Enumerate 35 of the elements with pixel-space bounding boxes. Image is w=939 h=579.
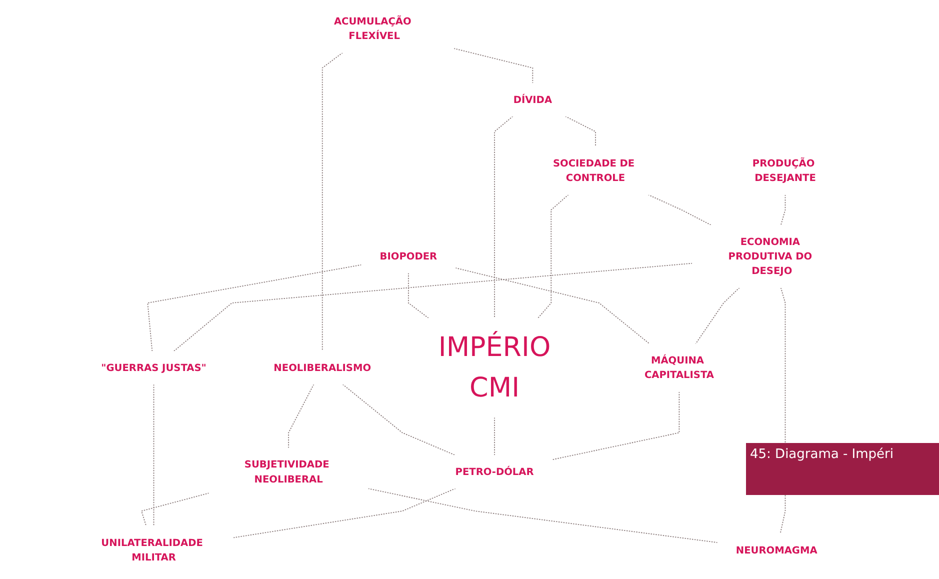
node-text: SUBJETIVIDADE NEOLIBERAL <box>244 458 330 485</box>
node-text: SOCIEDADE DE CONTROLE <box>552 157 635 184</box>
connector <box>695 287 740 344</box>
connector <box>648 194 712 226</box>
connector <box>342 384 456 456</box>
connector <box>537 194 569 319</box>
node-text: ECONOMIA PRODUTIVA DO DESEJO <box>728 236 812 277</box>
node-text: NEOLIBERALISMO <box>274 362 372 374</box>
caption: 45: Diagrama - Impéri <box>750 447 894 462</box>
connector <box>288 384 314 448</box>
connector <box>173 262 693 352</box>
connector <box>453 48 534 84</box>
connector <box>780 194 786 226</box>
node-text: "GUERRAS JUSTAS" <box>101 362 206 374</box>
node-text: DÍVIDA <box>513 94 552 106</box>
connector <box>564 116 596 148</box>
node-text: ACUMULAÇÃO FLEXÍVEL <box>334 15 412 42</box>
connector <box>147 264 362 352</box>
connector <box>322 52 344 352</box>
node-text: MÁQUINA CAPITALISTA <box>644 354 714 381</box>
node-text: PRODUÇÃO DESEJANTE <box>752 157 816 184</box>
connector <box>552 391 680 460</box>
connector <box>153 384 154 527</box>
node-text: PETRO-DÓLAR <box>455 466 534 478</box>
connector <box>494 416 495 456</box>
connector <box>408 272 430 319</box>
connector <box>232 488 456 538</box>
node-text: NEUROMAGMA <box>736 544 818 556</box>
connector <box>368 488 718 544</box>
connector <box>494 116 514 319</box>
connector <box>455 267 650 344</box>
node-text: IMPÉRIO CMI <box>438 332 551 404</box>
node-text: UNILATERALIDADE MILITAR <box>101 536 203 564</box>
connector <box>140 492 210 527</box>
node-text: BIOPODER <box>380 250 438 262</box>
